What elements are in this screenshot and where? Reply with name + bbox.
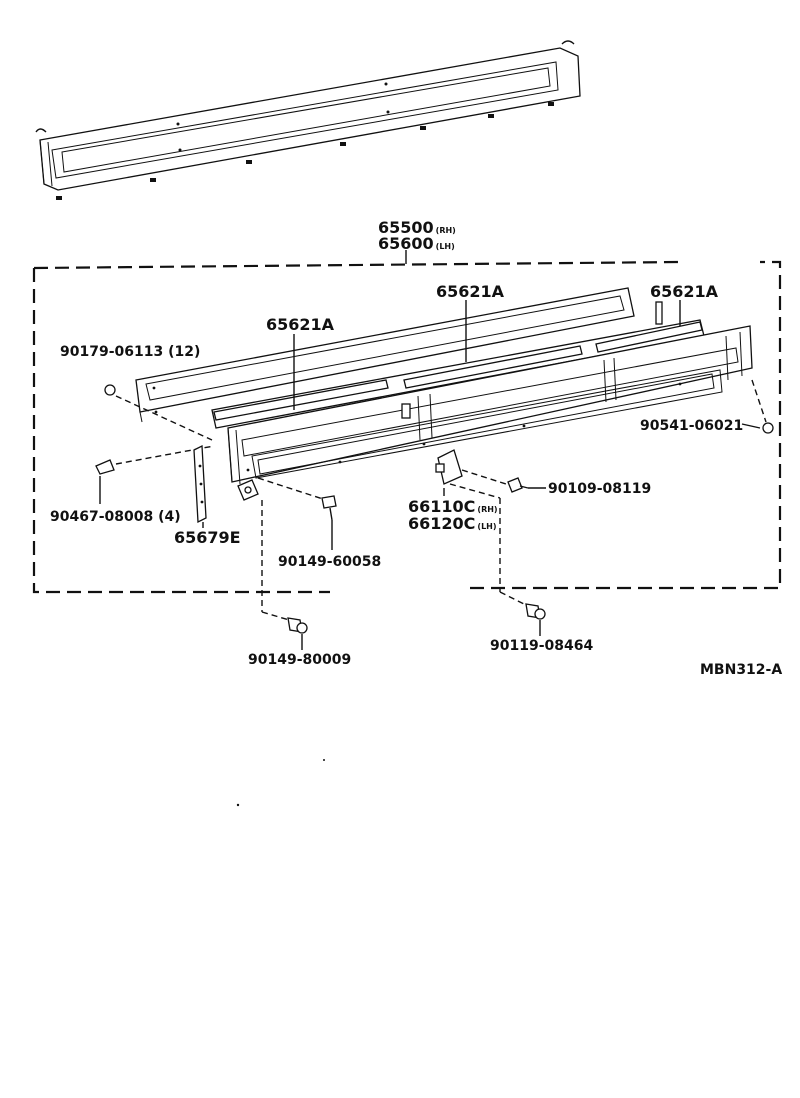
hinge-center-part (435, 449, 529, 607)
label-bolt-bottom-left: 90149-80009 (248, 652, 351, 668)
label-diagram-code: MBN312-A (700, 662, 782, 678)
assembly-boundary (32, 250, 782, 594)
label-nut-right: 90541-06021 (640, 418, 743, 434)
label-screw-clip: 90179-06113 (12) (60, 344, 200, 360)
bolt-right-part (507, 477, 529, 493)
label-bracket: 65679E (174, 528, 241, 547)
bolt-mid-part (321, 495, 337, 521)
speck (236, 803, 240, 807)
bracket-part (193, 444, 207, 524)
outer-panel (135, 287, 635, 423)
screw-clip-part (104, 384, 213, 441)
label-bolt-mid: 90149-60058 (278, 554, 381, 570)
label-guard-center: 65621A (436, 282, 505, 301)
label-hinge-lh: 66120C(LH) (408, 514, 497, 533)
guard-strips (213, 301, 703, 421)
nut-right-part (751, 379, 774, 434)
speck (323, 759, 325, 761)
label-bolt-bottom-right: 90119-08464 (490, 638, 593, 654)
label-assembly-rh: 65500(RH) (378, 218, 456, 237)
label-guard-right: 65621A (650, 282, 719, 301)
leader-lines (99, 300, 761, 650)
hinge-left-part (237, 477, 327, 623)
label-hinge-rh: 66110C(RH) (408, 497, 498, 516)
label-nut-left: 90467-08008 (4) (50, 509, 181, 525)
bolt-bottom-right-part (525, 603, 546, 620)
label-bolt-right: 90109-08119 (548, 481, 651, 497)
label-guard-left: 65621A (266, 315, 335, 334)
label-assembly-lh: 65600(LH) (378, 234, 455, 253)
assembled-side-panel (35, 40, 581, 200)
bolt-bottom-left-part (287, 617, 308, 634)
